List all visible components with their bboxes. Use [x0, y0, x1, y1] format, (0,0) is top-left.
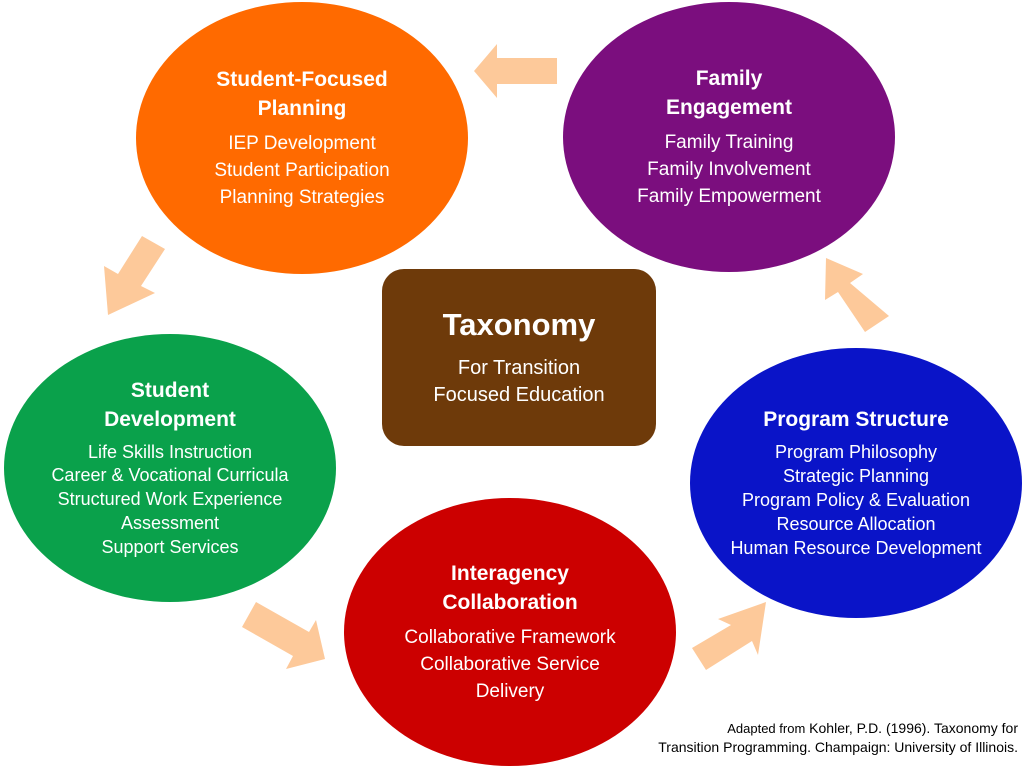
title-line: Engagement — [665, 96, 793, 120]
interagency-collaboration-node: Interagency Collaboration Collaborative … — [344, 498, 676, 766]
citation-text-1: Kohler, P.D. (1996). Taxonomy for — [809, 719, 1018, 736]
citation-text-2: Transition Programming. Champaign: Unive… — [658, 739, 1018, 756]
node-title: Program Structure — [763, 405, 949, 434]
node-title: Student-Focused Planning — [216, 65, 388, 124]
arrow-development-to-interagency — [242, 602, 325, 669]
list-item: Support Services — [101, 537, 239, 558]
title-line: Family — [695, 66, 763, 90]
node-title: Family Engagement — [666, 64, 792, 123]
title-line: Program Structure — [763, 408, 949, 432]
citation: Adapted from Kohler, P.D. (1996). Taxono… — [658, 719, 1018, 758]
arrow-interagency-to-program — [692, 602, 766, 670]
citation-prefix: Adapted from — [727, 720, 806, 736]
list-item: Delivery — [475, 680, 545, 702]
node-items: Family Training Family Involvement Famil… — [637, 129, 821, 210]
student-focused-planning-node: Student-Focused Planning IEP Development… — [136, 2, 468, 274]
title-line: Student-Focused — [216, 67, 388, 91]
list-item: Strategic Planning — [782, 465, 930, 486]
arrow-family-to-planning — [474, 44, 557, 98]
list-item: Collaborative Service — [420, 653, 600, 675]
list-item: Career & Vocational Curricula — [51, 465, 289, 486]
list-item: Planning Strategies — [219, 186, 385, 208]
node-items: IEP Development Student Participation Pl… — [214, 130, 389, 211]
list-item: IEP Development — [228, 132, 376, 154]
program-structure-node: Program Structure Program Philosophy Str… — [690, 348, 1022, 618]
student-development-node: Student Development Life Skills Instruct… — [4, 334, 336, 602]
node-items: Life Skills Instruction Career & Vocatio… — [51, 441, 288, 561]
list-item: Resource Allocation — [776, 513, 936, 534]
list-item: Family Training — [664, 131, 794, 153]
taxonomy-center-box: Taxonomy For Transition Focused Educatio… — [382, 269, 656, 446]
title-line: Interagency — [451, 561, 569, 585]
subtitle-line: For Transition — [457, 356, 581, 379]
list-item: Structured Work Experience — [57, 489, 283, 510]
node-title: Student Development — [104, 376, 236, 435]
list-item: Human Resource Development — [730, 537, 982, 558]
title-line: Planning — [257, 97, 347, 121]
node-title: Interagency Collaboration — [442, 559, 577, 618]
title-line: Development — [104, 408, 236, 432]
citation-line-1: Adapted from Kohler, P.D. (1996). Taxono… — [658, 719, 1018, 739]
list-item: Family Empowerment — [637, 185, 821, 207]
title-line: Collaboration — [442, 591, 578, 615]
list-item: Life Skills Instruction — [87, 441, 253, 462]
node-items: Program Philosophy Strategic Planning Pr… — [730, 441, 981, 561]
arrow-program-to-family — [825, 258, 889, 332]
center-subtitle: For Transition Focused Education — [433, 355, 604, 409]
node-items: Collaborative Framework Collaborative Se… — [404, 624, 615, 705]
subtitle-line: Focused Education — [433, 383, 605, 406]
arrow-planning-to-development — [104, 236, 165, 315]
center-title: Taxonomy — [442, 306, 596, 342]
list-item: Program Policy & Evaluation — [741, 489, 971, 510]
list-item: Program Philosophy — [774, 441, 938, 462]
list-item: Collaborative Framework — [404, 626, 616, 648]
title-line: Student — [130, 378, 210, 402]
list-item: Family Involvement — [647, 158, 811, 180]
list-item: Assessment — [120, 513, 220, 534]
family-engagement-node: Family Engagement Family Training Family… — [563, 2, 895, 272]
list-item: Student Participation — [214, 159, 390, 181]
